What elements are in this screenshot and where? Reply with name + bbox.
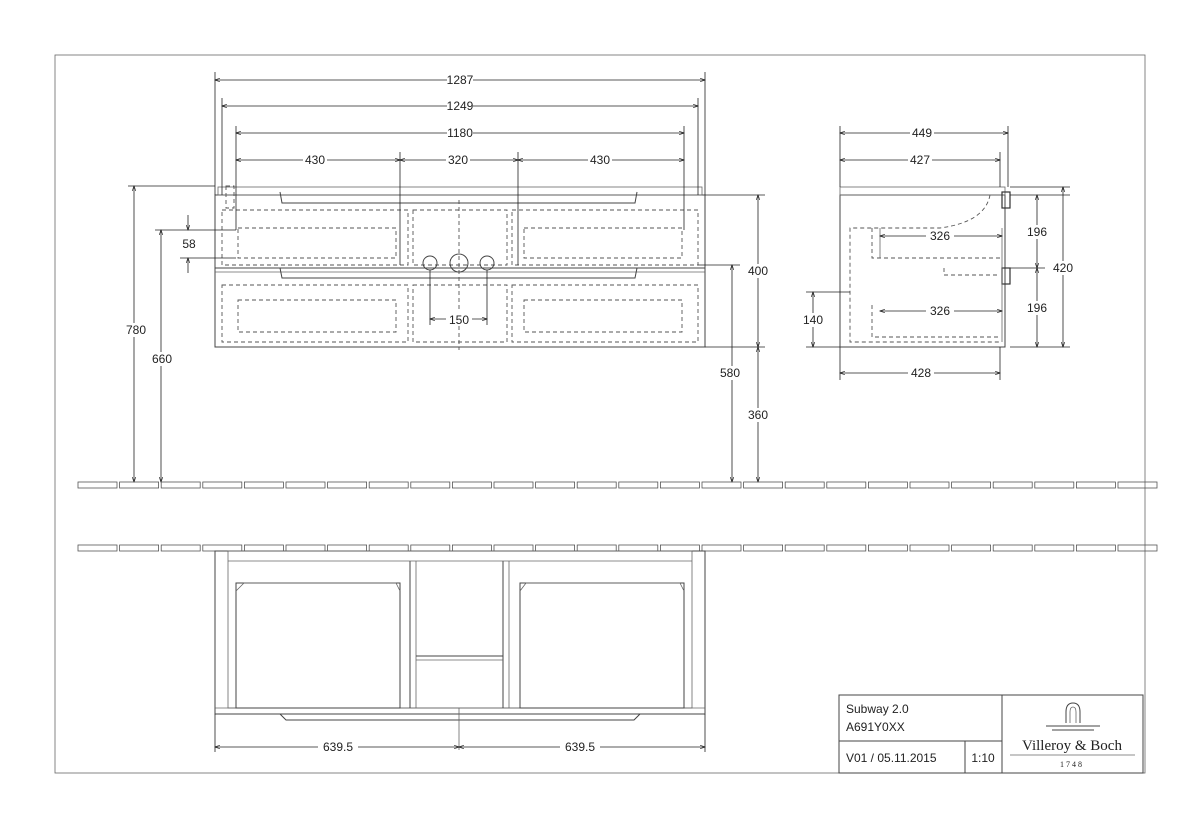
dim-780-label: 780 [126,323,146,337]
floor-tile [327,481,368,489]
product-name: Subway 2.0 [846,702,909,716]
floor-tile [701,481,742,489]
floor-line-top [77,481,1158,489]
floor-tile [951,481,991,489]
floor-tile [743,544,783,552]
drawing-scale: 1:10 [971,751,995,765]
dim-58-label: 58 [182,237,196,251]
floor-tile [909,481,950,489]
floor-tile [826,481,867,489]
floor-tile [327,544,368,552]
article-number: A691Y0XX [846,720,905,734]
side-view: 449 427 326 326 428 140 196 196 42 [801,126,1076,380]
floor-tile [368,544,409,552]
floor-tile [1034,481,1075,489]
floor-tile [535,544,575,552]
dim-639-5-right-label: 639.5 [565,740,595,754]
dim-580-label: 580 [720,366,740,380]
version-date: V01 / 05.11.2015 [846,751,937,765]
floor-tile [951,544,991,552]
title-block: Subway 2.0 A691Y0XX V01 / 05.11.2015 1:1… [838,694,1144,774]
bottom-view: 639.5 639.5 [214,550,706,754]
floor-tile [868,481,908,489]
dim-150-label: 150 [449,313,469,327]
sheet-frame [54,54,1146,774]
front-view: 1287 1249 1180 430 320 430 58 150 780 66… [122,72,770,482]
floor-tile [1034,544,1075,552]
floor-tile [493,544,534,552]
bottom-cabinet-body [214,550,706,715]
floor-tile [77,481,118,489]
floor-tile [202,481,243,489]
floor-tile [618,481,659,489]
dim-196-lower-label: 196 [1027,301,1047,315]
floor-tile [410,481,451,489]
dim-320-label: 320 [448,153,468,167]
floor-line-bottom [77,544,1158,552]
dim-430-left-label: 430 [305,153,325,167]
floor-tile [160,481,201,489]
floor-tile [77,544,118,552]
floor-tile [410,544,451,552]
floor-tile [576,544,617,552]
floor-tile [243,481,284,489]
dim-420-label: 420 [1053,261,1073,275]
dim-326-top-label: 326 [930,229,950,243]
brand-name: Villeroy & Boch [1022,738,1122,754]
floor-tile [451,481,492,489]
dim-427-label: 427 [910,153,930,167]
side-cabinet-body [839,194,1006,348]
floor-tile [701,544,742,552]
floor-tile [660,544,700,552]
dim-639-5-left-label: 639.5 [323,740,353,754]
floor-tile [784,481,825,489]
floor-tile [868,544,908,552]
floor-tile [660,481,700,489]
dim-660-label: 660 [152,352,172,366]
floor-tile [909,544,950,552]
floor-tile [368,481,409,489]
floor-tile [1117,481,1158,489]
dim-360-label: 360 [748,408,768,422]
floor-tile [992,481,1033,489]
dim-449-label: 449 [912,126,932,140]
floor-tile [992,544,1033,552]
floor-tile [1117,544,1158,552]
floor-tile [202,544,243,552]
tap-center-icon [449,253,469,273]
brand-year: 1748 [1060,760,1084,769]
dim-196-upper-label: 196 [1027,225,1047,239]
dim-1249-label: 1249 [447,99,474,113]
floor-tile [160,544,201,552]
dim-430-right-label: 430 [590,153,610,167]
floor-tile [119,544,159,552]
floor-tile [535,481,575,489]
dim-1180-label: 1180 [447,126,473,140]
floor-tile [1076,481,1116,489]
floor-tile [826,544,867,552]
floor-tile [243,544,284,552]
floor-tile [784,544,825,552]
dim-400-label: 400 [748,264,768,278]
floor-tile [1076,544,1116,552]
floor-tile [743,481,783,489]
dim-140-label: 140 [803,313,823,327]
floor-tile [576,481,617,489]
dim-326-bottom-label: 326 [930,304,950,318]
floor-tile [618,544,659,552]
floor-tile [285,481,326,489]
floor-tile [119,481,159,489]
dim-428-label: 428 [911,366,931,380]
floor-tile [493,481,534,489]
floor-tile [451,544,492,552]
floor-tile [285,544,326,552]
dim-1287-label: 1287 [447,73,474,87]
brand-logo-icon [1046,702,1100,731]
